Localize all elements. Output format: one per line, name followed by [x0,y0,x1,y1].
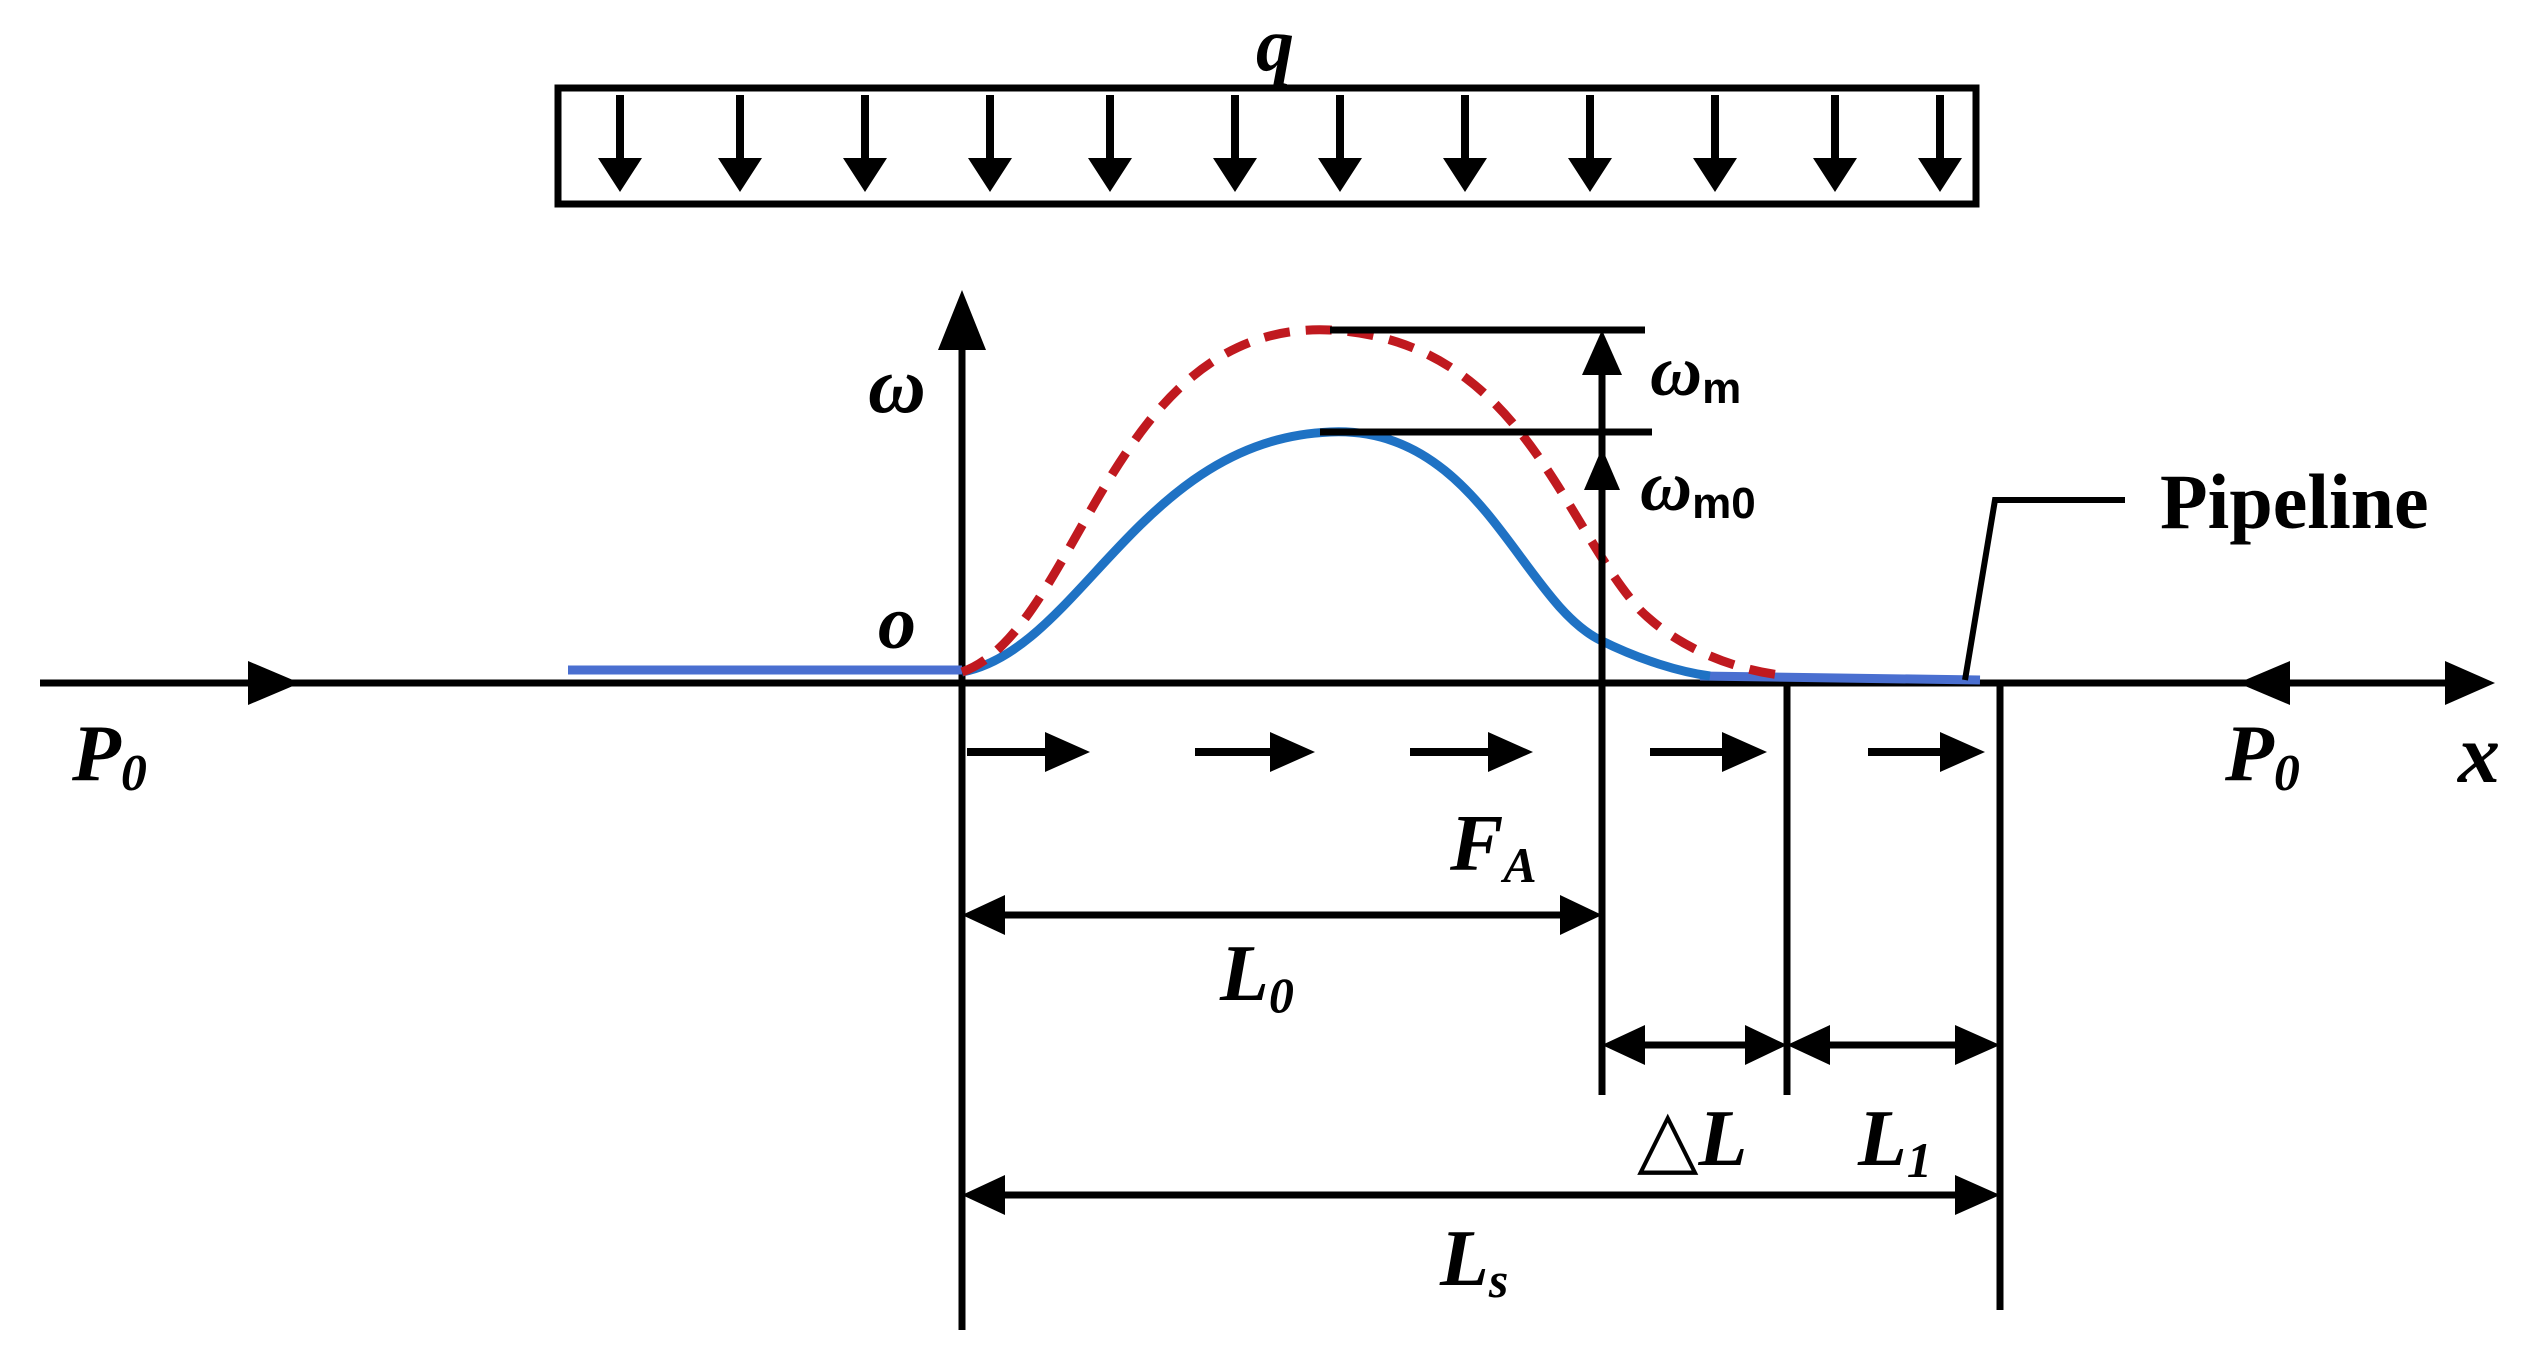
initial-max-deflection-label: ωm0 [1640,446,1756,528]
initial-max-deflection-arrowhead [1584,448,1620,490]
friction-arrows [967,732,1985,772]
axial-force-left-label: P0 [71,710,147,802]
load-arrows [598,95,1962,192]
pipeline-curves [568,325,1981,685]
axial-force-right-label: P0 [2224,710,2300,802]
x-axis: x [40,661,2500,801]
pipeline-callout: Pipeline [1962,458,2429,681]
reference-lines [1598,683,2004,1310]
origin-label: o [878,581,916,665]
dimension-ls: Ls [962,1175,2000,1308]
dimension-l0: L0 [962,895,1602,1023]
axial-force-left: P0 [40,661,300,802]
max-deflection-arrowhead [1582,330,1622,375]
load-label: q [1256,3,1294,87]
friction-label: FA [1449,800,1537,893]
deflection-axis: ω o [868,290,986,1330]
axial-force-right: P0 [2224,661,2300,802]
axial-force-right-arrowhead [2238,661,2290,705]
pipeline-label: Pipeline [2160,458,2429,545]
deflection-axis-arrowhead [938,290,986,350]
initial-deflection-curve [961,427,1711,681]
length-initial-label: L0 [1219,930,1294,1023]
axial-force-left-arrowhead [248,661,300,705]
x-axis-arrowhead [2445,661,2495,705]
max-deflection-label: ωm [1650,331,1741,413]
length-delta-label: △L [1637,1095,1747,1183]
load-box [554,84,1980,208]
dimension-l1: L1 [1787,1025,2000,1188]
distributed-load: q [554,3,1980,208]
deflection-markers: ωm ωm0 [1320,326,1756,683]
flat-pipe-right [1699,671,1981,685]
dimension-delta-l: △L [1602,1025,1787,1183]
x-axis-label: x [2456,708,2500,801]
deflection-axis-label: ω [868,342,926,430]
length-total-label: Ls [1439,1215,1508,1308]
deformed-deflection-curve [960,325,1791,681]
length-one-label: L1 [1857,1095,1932,1188]
